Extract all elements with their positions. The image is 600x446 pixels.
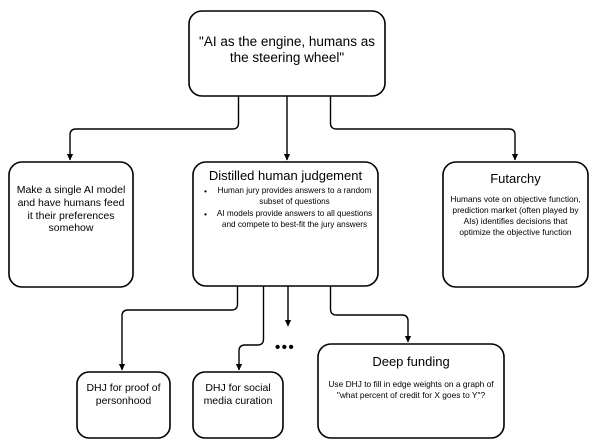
node-dhj-proof-of-personhood-box[interactable]	[76, 371, 171, 439]
edge-root-to-single-ai-model	[66, 96, 240, 161]
node-root-thesis-box[interactable]	[188, 10, 386, 97]
edge-dhj-to-deep-funding	[329, 286, 412, 343]
node-deep-funding-box[interactable]	[317, 343, 505, 439]
edge-root-to-futarchy	[329, 96, 519, 161]
node-single-ai-model-box[interactable]	[8, 161, 134, 288]
node-distilled-human-judgement-box[interactable]	[192, 161, 379, 287]
ellipsis-marker: •••	[275, 339, 296, 356]
edge-dhj-to-proof-of-personhood	[118, 286, 239, 371]
edge-dhj-to-social-media-curation	[235, 286, 265, 371]
node-futarchy-box[interactable]	[442, 161, 589, 288]
node-dhj-social-media-curation-box[interactable]	[192, 371, 284, 439]
